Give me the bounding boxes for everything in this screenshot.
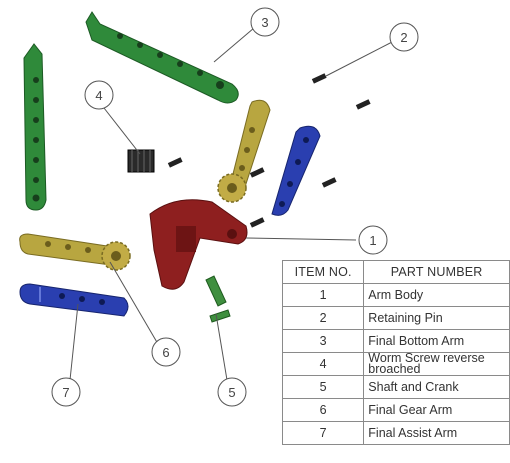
bom-header-item-no: ITEM NO.: [281, 260, 365, 284]
yellow-gear-arm-lower: [19, 233, 131, 271]
bom-item-no: 1: [281, 283, 365, 307]
bom-part-number: Final Gear Arm: [363, 398, 510, 422]
blue-assist-arm-lower: [19, 283, 129, 317]
bom-part-number: Shaft and Crank: [363, 375, 510, 399]
svg-text:3: 3: [261, 15, 268, 30]
bom-part-number: Arm Body: [363, 283, 510, 307]
bom-header-part-number: PART NUMBER: [363, 260, 510, 284]
shaft-and-crank: [205, 275, 231, 323]
balloon-1: 1: [358, 225, 388, 255]
leader-lines: [69, 27, 397, 387]
svg-text:7: 7: [62, 385, 69, 400]
bom-row: 6 Final Gear Arm: [281, 398, 510, 422]
bill-of-materials-table: ITEM NO. PART NUMBER 1 Arm Body 2 Retain…: [281, 260, 510, 445]
bom-item-no: 7: [281, 421, 365, 445]
bom-item-no: 2: [281, 306, 365, 330]
svg-text:2: 2: [400, 30, 407, 45]
bom-item-no: 6: [281, 398, 365, 422]
worm-screw: [127, 149, 155, 173]
green-arm-horizontal: [85, 11, 239, 104]
svg-text:6: 6: [162, 345, 169, 360]
retaining-pins: [167, 73, 371, 228]
bom-row: 5 Shaft and Crank: [281, 375, 510, 399]
balloon-3: 3: [250, 7, 280, 37]
bom-row: 1 Arm Body: [281, 283, 510, 307]
svg-text:1: 1: [369, 233, 376, 248]
balloon-6: 6: [151, 337, 181, 367]
svg-text:4: 4: [95, 88, 102, 103]
bom-part-number: Final Assist Arm: [363, 421, 510, 445]
bom-header-row: ITEM NO. PART NUMBER: [281, 260, 510, 284]
balloon-7: 7: [51, 377, 81, 407]
bom-item-no: 3: [281, 329, 365, 353]
bom-item-no: 4: [281, 352, 365, 376]
svg-text:5: 5: [228, 385, 235, 400]
bom-part-number: Final Bottom Arm: [363, 329, 510, 353]
red-arm-body: [149, 199, 248, 290]
bom-row: 2 Retaining Pin: [281, 306, 510, 330]
green-arm-vertical: [23, 43, 47, 211]
blue-assist-arm-upper: [271, 125, 321, 216]
balloon-2: 2: [389, 22, 419, 52]
bom-row: 3 Final Bottom Arm: [281, 329, 510, 353]
balloon-5: 5: [217, 377, 247, 407]
balloon-4: 4: [84, 80, 114, 110]
bom-row: 7 Final Assist Arm: [281, 421, 510, 445]
bom-part-number: Retaining Pin: [363, 306, 510, 330]
yellow-gear-arm-upper: [217, 99, 271, 203]
bom-part-number: Worm Screw reverse broached: [363, 352, 510, 376]
bom-item-no: 5: [281, 375, 365, 399]
bom-row: 4 Worm Screw reverse broached: [281, 352, 510, 376]
